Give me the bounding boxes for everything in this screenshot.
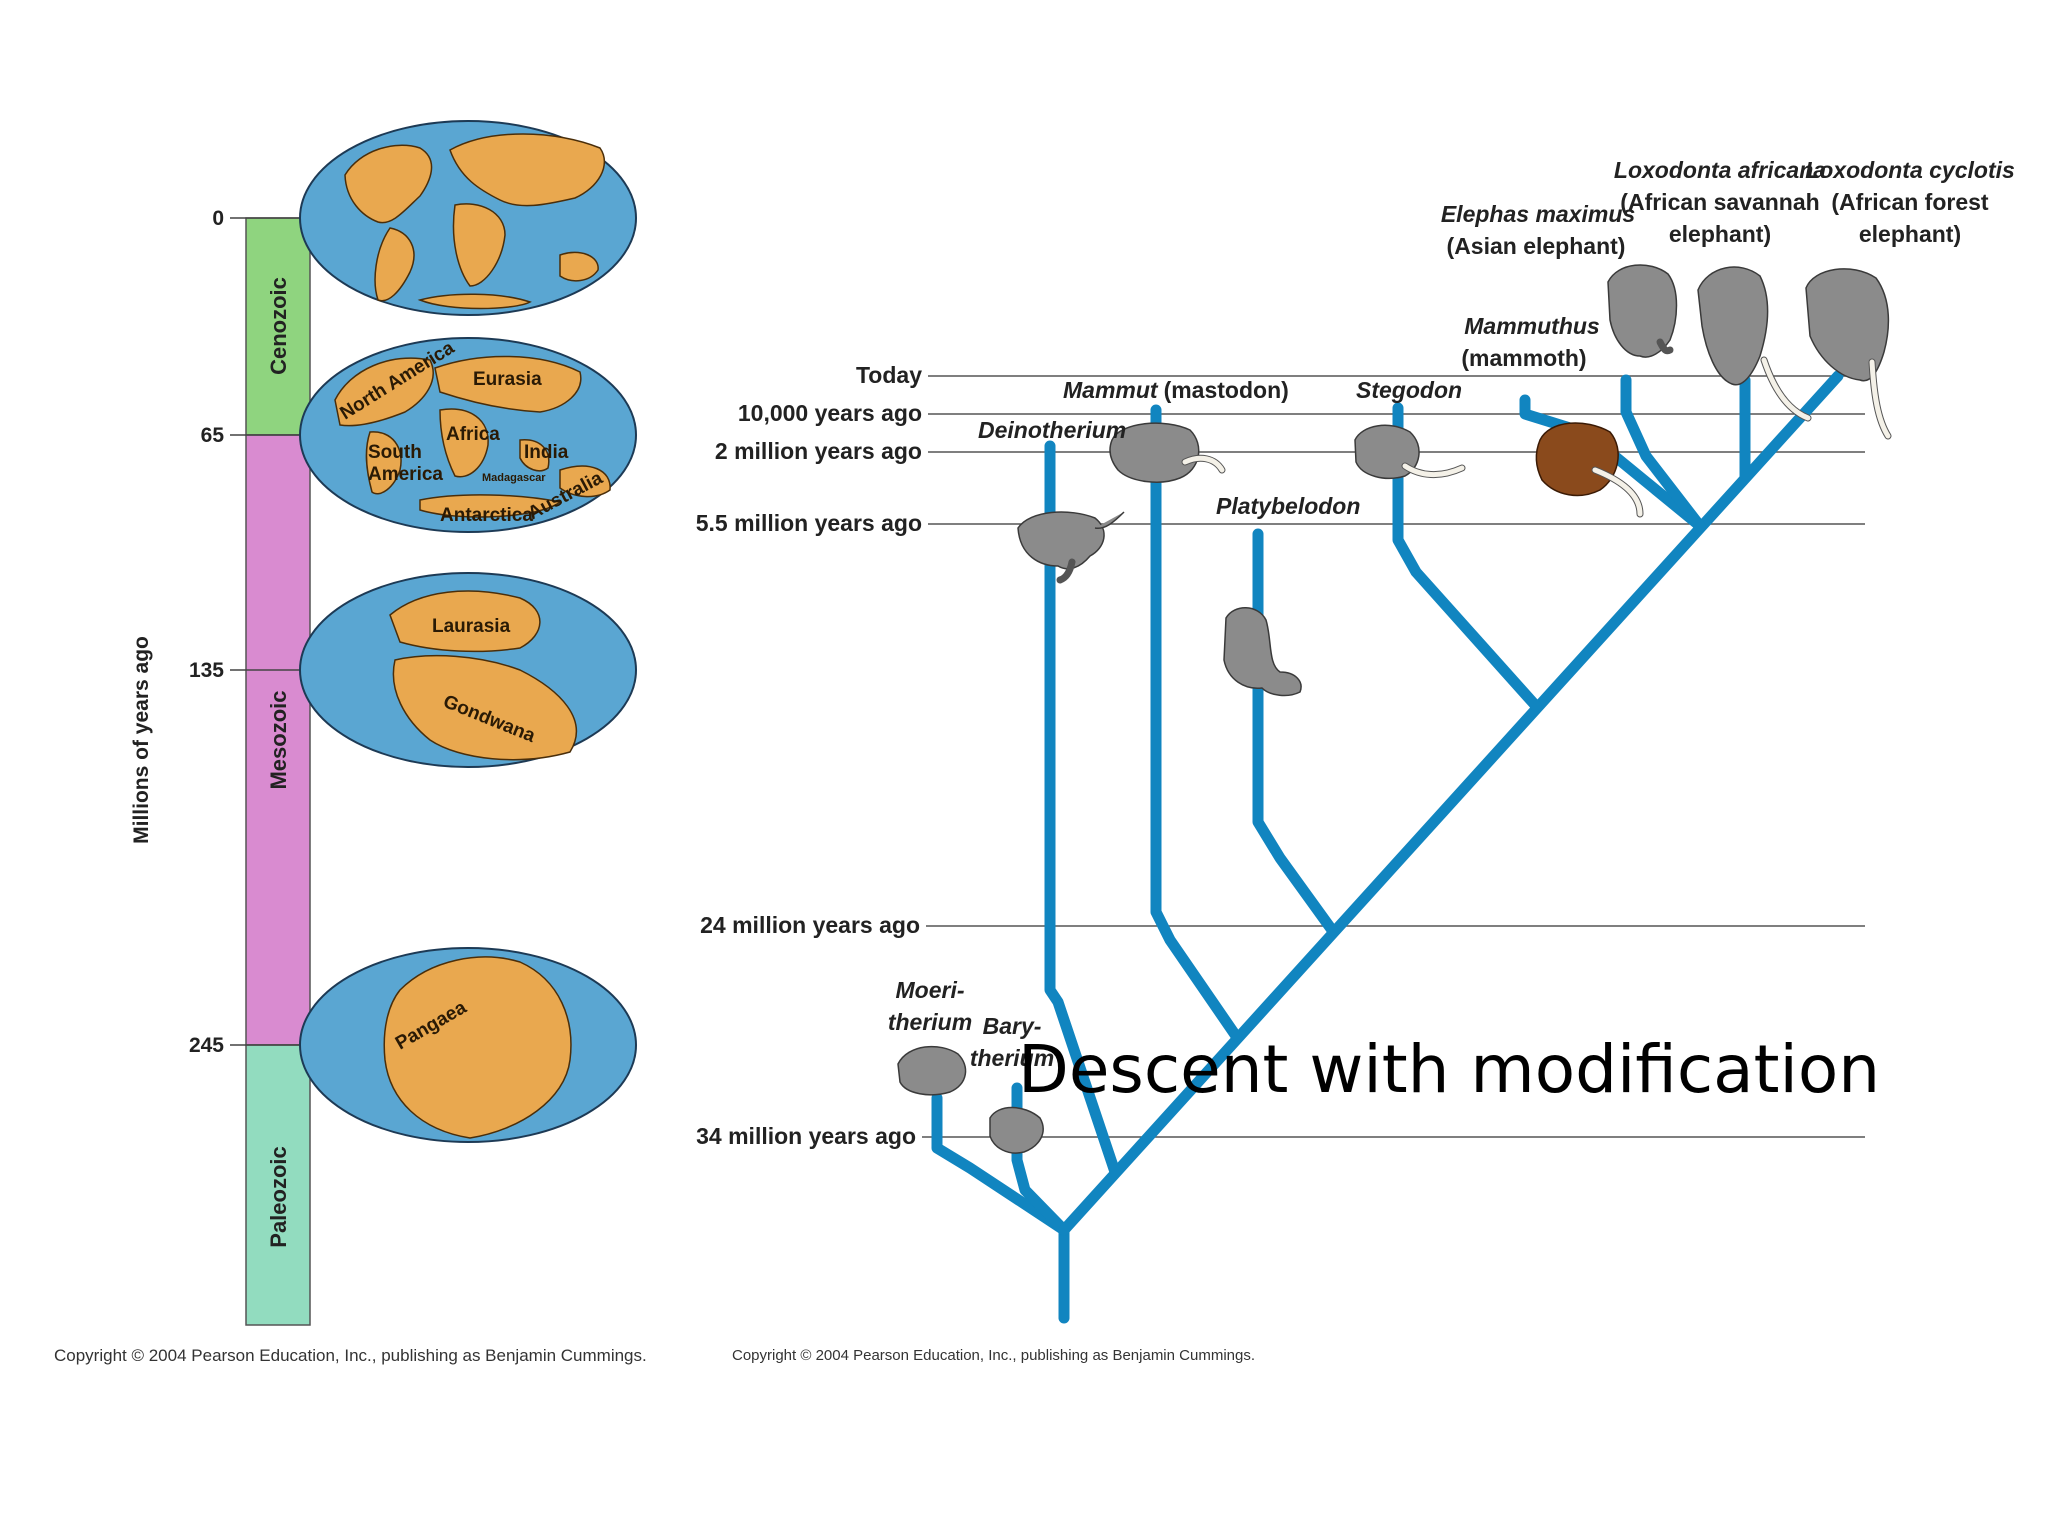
timescale-axis-title: Millions of years ago	[130, 636, 153, 844]
label-mammut: Mammut(mastodon)	[1063, 377, 1289, 403]
globe-65-label-africa: Africa	[446, 424, 500, 445]
tick-label-65: 65	[201, 424, 225, 447]
era-label-cenozoic: Cenozoic	[266, 277, 291, 375]
head-deinotherium	[1017, 511, 1125, 584]
label-loxodonta-africana-common-2: elephant)	[1669, 221, 1771, 247]
globe-65-label-india: India	[524, 442, 569, 463]
globe-present	[299, 120, 637, 316]
head-forest-elephant	[1805, 268, 1892, 440]
era-bar-cenozoic	[245, 217, 311, 436]
globe-65-label-south: South	[368, 442, 422, 463]
head-mammut	[1109, 422, 1226, 483]
elephant-phylogeny: Today 10,000 years ago 2 million years a…	[696, 157, 2015, 1364]
label-loxodonta-cyclotis: Loxodonta cyclotis	[1805, 157, 2015, 183]
time-label-24m: 24 million years ago	[700, 912, 920, 938]
head-asian-elephant	[1607, 264, 1678, 358]
time-label-5-5m: 5.5 million years ago	[696, 510, 922, 536]
head-moeritherium	[897, 1045, 967, 1096]
globe-65-label-america: America	[368, 464, 443, 485]
time-label-34m: 34 million years ago	[696, 1123, 916, 1149]
label-deinotherium: Deinotherium	[978, 417, 1126, 443]
label-barytherium-1: Bary-	[983, 1013, 1042, 1039]
timescale-copyright: Copyright © 2004 Pearson Education, Inc.…	[54, 1346, 647, 1365]
era-label-mesozoic: Mesozoic	[266, 690, 291, 789]
label-elephas-maximus: Elephas maximus	[1441, 201, 1635, 227]
time-label-today: Today	[856, 362, 922, 388]
label-loxodonta-cyclotis-common-1: (African forest	[1831, 189, 1989, 215]
globe-245-mya: Pangaea	[299, 947, 637, 1143]
head-savannah-elephant	[1697, 266, 1812, 422]
label-elephas-common: (Asian elephant)	[1447, 233, 1626, 259]
era-bar-mesozoic	[245, 434, 311, 1046]
globe-65-label-eurasia: Eurasia	[473, 369, 542, 390]
label-mammuthus-common: (mammoth)	[1461, 345, 1586, 371]
geologic-timescale: Millions of years ago Cenozoic Mesozoic …	[54, 120, 647, 1365]
label-stegodon: Stegodon	[1356, 377, 1462, 403]
era-label-paleozoic: Paleozoic	[266, 1146, 291, 1247]
slide-title: Descent with modification	[1018, 1031, 1880, 1108]
label-mammuthus: Mammuthus	[1464, 313, 1599, 339]
tick-label-0: 0	[212, 207, 224, 230]
label-loxodonta-africana: Loxodonta africana	[1614, 157, 1826, 183]
label-barytherium-2: therium	[970, 1045, 1054, 1071]
label-moeritherium-1: Moeri-	[896, 977, 965, 1003]
tick-label-135: 135	[189, 659, 224, 682]
label-moeritherium-2: therium	[888, 1009, 972, 1035]
globe-65-label-antarctica: Antarctica	[440, 505, 533, 526]
tick-label-245: 245	[189, 1034, 224, 1057]
head-platybelodon	[1223, 607, 1302, 697]
globe-135-mya: Laurasia Gondwana	[299, 572, 637, 768]
label-loxodonta-cyclotis-common-2: elephant)	[1859, 221, 1961, 247]
globe-65-label-madagascar: Madagascar	[482, 472, 546, 484]
label-platybelodon: Platybelodon	[1216, 493, 1360, 519]
time-label-2m: 2 million years ago	[715, 438, 922, 464]
globe-135-label-laurasia: Laurasia	[432, 616, 511, 637]
label-loxodonta-africana-common-1: (African savannah	[1620, 189, 1819, 215]
time-label-10k: 10,000 years ago	[738, 400, 922, 426]
head-barytherium	[989, 1106, 1044, 1154]
head-mammoth	[1535, 422, 1644, 518]
phylogeny-copyright: Copyright © 2004 Pearson Education, Inc.…	[732, 1347, 1255, 1364]
globe-65-mya: North America Eurasia Africa South Ameri…	[299, 337, 637, 533]
head-stegodon	[1354, 424, 1466, 480]
